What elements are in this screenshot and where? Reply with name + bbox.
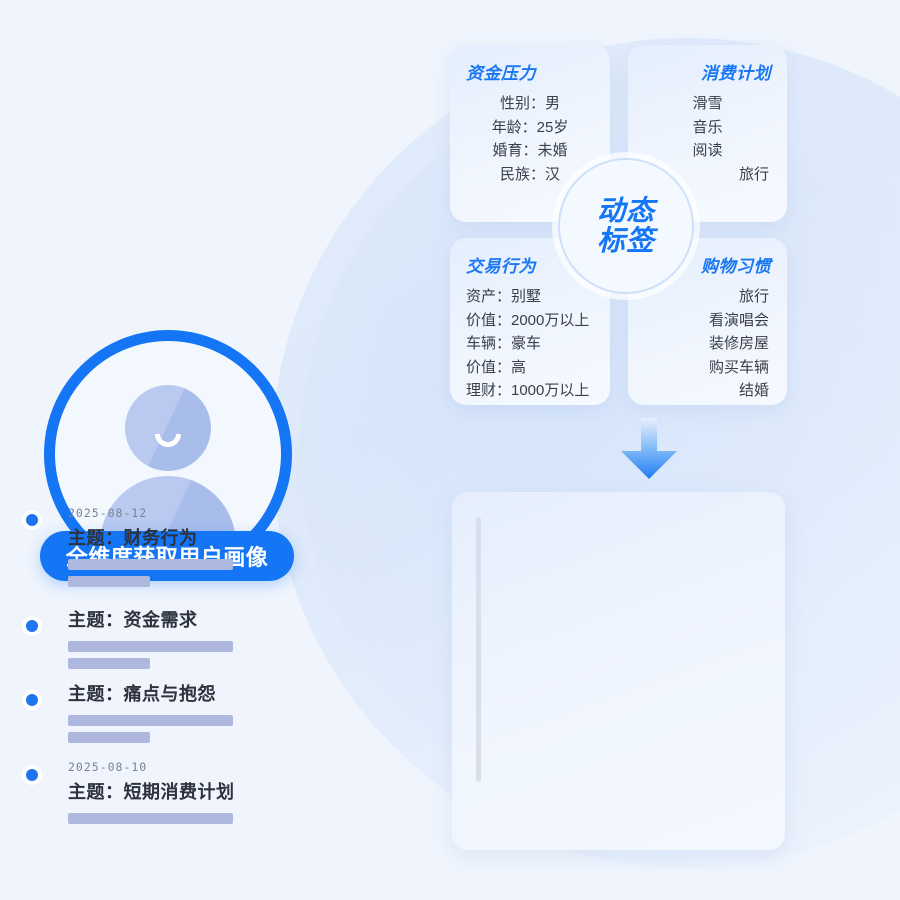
- list-item: 阅读: [692, 142, 723, 160]
- timeline-dot: [22, 690, 42, 710]
- timeline-card[interactable]: [452, 492, 785, 850]
- timeline-axis-line: [476, 517, 481, 782]
- timeline-topic: 主题：财务行为: [68, 528, 198, 548]
- placeholder-bar: [68, 732, 150, 743]
- list-item: 看演唱会: [708, 311, 769, 329]
- list-item: 旅行: [738, 165, 769, 183]
- placeholder-bar: [68, 715, 233, 726]
- list-item: 装修房屋: [708, 335, 769, 353]
- avatar-smile-shape: [155, 434, 181, 447]
- timeline-topic: 主题：短期消费计划: [68, 782, 235, 802]
- timeline-date: 2025-08-10: [68, 760, 148, 774]
- list-item: 价值：2000万以上: [466, 311, 590, 329]
- tag-card-title: 购物习惯: [701, 257, 771, 276]
- list-item: 资产：别墅: [466, 288, 542, 305]
- list-item: 年龄：25岁: [491, 118, 569, 136]
- list-item: 价值：高: [466, 358, 527, 376]
- tag-card-item-list: 性别：男 年龄：25岁 婚育：未婚 民族：汉: [466, 92, 594, 186]
- avatar-head-shape: [125, 385, 211, 471]
- timeline-entry[interactable]: 主题：资金需求: [20, 606, 233, 675]
- placeholder-bar: [68, 658, 150, 669]
- tag-card-title: 交易行为: [466, 257, 536, 276]
- list-item: 购买车辆: [708, 358, 769, 376]
- list-item: 旅行: [738, 288, 769, 305]
- dynamic-tag-badge: 动态 标签: [558, 158, 694, 294]
- tag-card-item-list: 滑雪 音乐 阅读 旅行: [644, 92, 771, 186]
- timeline-date: 2025-08-12: [68, 506, 148, 520]
- list-item: 音乐: [692, 118, 723, 136]
- placeholder-bar: [68, 576, 150, 587]
- timeline-dot: [22, 510, 42, 530]
- tag-card-item-list: 资产：别墅 价值：2000万以上 车辆：豪车 价值：高 理财：1000万以上: [466, 285, 594, 403]
- timeline-entry[interactable]: 2025-08-12 主题：财务行为: [20, 506, 233, 593]
- arrow-down-icon: [621, 418, 677, 479]
- placeholder-bar: [68, 641, 233, 652]
- avatar-caption-pill: 全维度获取用户画像: [40, 531, 294, 581]
- badge-line-1: 动态: [596, 194, 655, 226]
- list-item: 民族：汉: [499, 165, 560, 183]
- list-item: 性别：男: [499, 95, 560, 112]
- tag-card-title: 消费计划: [701, 64, 771, 83]
- timeline-topic: 主题：资金需求: [68, 610, 198, 630]
- placeholder-bar: [68, 559, 233, 570]
- timeline-entry[interactable]: 主题：痛点与抱怨: [20, 680, 233, 749]
- placeholder-bar: [68, 813, 233, 824]
- list-item: 车辆：豪车: [466, 335, 542, 353]
- timeline-topic: 主题：痛点与抱怨: [68, 684, 216, 704]
- tag-card-item-list: 旅行 看演唱会 装修房屋 购买车辆 结婚: [644, 285, 771, 403]
- list-item: 滑雪: [692, 95, 723, 112]
- badge-line-2: 标签: [596, 225, 655, 256]
- timeline-dot: [22, 616, 42, 636]
- list-item: 结婚: [738, 382, 769, 400]
- tag-card-title: 资金压力: [466, 64, 536, 83]
- list-item: 理财：1000万以上: [466, 382, 590, 400]
- timeline-entry[interactable]: 2025-08-10 主题：短期消费计划: [20, 760, 235, 830]
- list-item: 婚育：未婚: [492, 142, 568, 160]
- timeline-dot: [22, 765, 42, 785]
